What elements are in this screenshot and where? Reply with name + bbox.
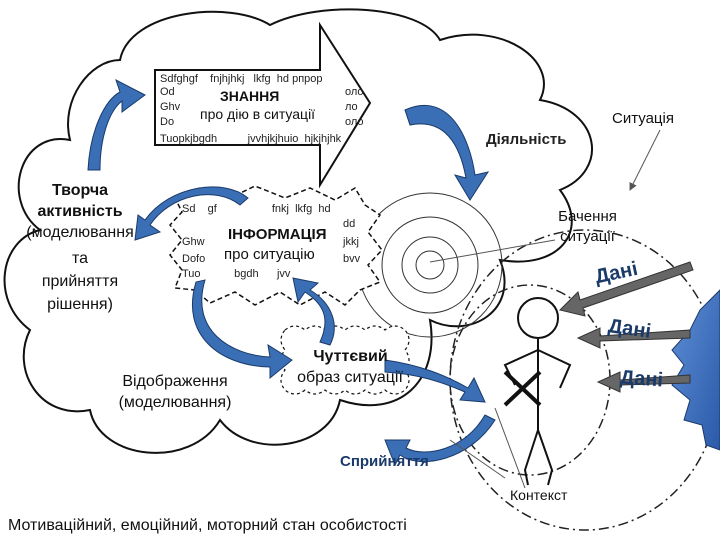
info-noise-line-4: Tuo bgdh jvv [182,268,291,280]
seeing-situation-line-2: ситуації [560,228,615,245]
creative-activity-line-4: та [71,250,89,267]
knowledge-subtitle: про дію в ситуації [200,106,316,122]
info-noise-line-3: Dofo [182,253,206,265]
info-noise-right-2: jkkj [343,236,359,248]
knowledge-noise-right-1: оло [345,86,364,98]
knowledge-noise-line-2: Od [160,86,175,98]
footer-label: Мотиваційний, емоційний, моторний стан о… [8,517,407,534]
knowledge-title: ЗНАННЯ [220,88,280,104]
knowledge-arrow [154,21,372,189]
activity-cloud [3,8,594,454]
sensory-image-line-2: образ ситуації [297,369,403,386]
sensory-image-shape [280,325,410,395]
information-subtitle: про ситуацію [224,246,315,263]
sensory-image-line-1: Чуттєвий [313,348,388,365]
knowledge-noise-line-3: Ghv [160,101,181,113]
knowledge-noise-right-3: оло [345,116,364,128]
data-label-3: Дані [619,366,664,392]
information-burst [169,185,383,306]
knowledge-noise-line-1: Sdfghgf fnjhjhkj lkfg hd pпpop [160,73,323,85]
info-noise-line-2: Ghw [182,236,205,248]
seeing-situation-line-1: Бачення [558,208,617,225]
knowledge-noise-line-5: Tuopkjbgdh jvvhjkjhuio hjkjhjhk [160,133,342,145]
person-figure [503,297,572,486]
creative-activity-line-2: активність [37,203,123,220]
creative-activity-line-3: (моделювання [26,224,134,241]
data-spark [671,289,720,451]
blue-arrows [87,78,496,467]
information-title: ІНФОРМАЦІЯ [228,226,327,243]
knowledge-noise-right-2: ло [345,101,358,113]
knowledge-noise-line-4: Do [160,116,175,128]
info-noise-right-1: dd [343,218,356,230]
context-label: Контекст [510,487,568,503]
creative-activity-line-6: рішення) [47,296,113,313]
creative-activity-line-1: Творча [51,182,109,199]
reflection-line-1: Відображення [122,373,228,390]
creative-activity-line-5: прийняття [41,273,119,290]
activity-label: Діяльність [486,131,567,148]
situation-label: Ситуація [612,110,674,127]
info-noise-right-3: bvv [343,253,361,265]
tools-icon [503,370,542,407]
perception-label: Сприйняття [340,453,429,470]
reflection-line-2: (моделювання) [118,394,232,411]
info-noise-line-1: Sd gf fnkj lkfg hd [182,203,331,215]
data-arrows [559,261,694,393]
